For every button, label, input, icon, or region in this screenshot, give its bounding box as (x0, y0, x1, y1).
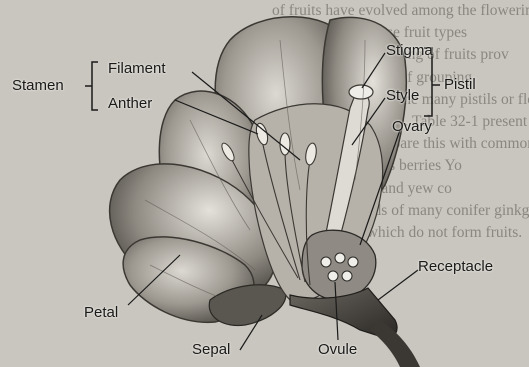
label-style: Style (386, 87, 419, 104)
anther-shape (280, 133, 290, 155)
label-receptacle: Receptacle (418, 258, 493, 275)
label-ovary: Ovary (392, 118, 432, 135)
receptacle-leader (378, 270, 418, 300)
label-pistil: Pistil (444, 76, 476, 93)
ovule-shape (342, 271, 352, 281)
stigma-shape (349, 85, 373, 99)
label-stigma: Stigma (386, 42, 433, 59)
ovule-shape (348, 257, 358, 267)
label-anther: Anther (108, 95, 152, 112)
ovule-shape (321, 257, 331, 267)
label-filament: Filament (108, 60, 166, 77)
label-petal: Petal (84, 304, 118, 321)
label-ovule: Ovule (318, 341, 357, 358)
ovule-shape (328, 271, 338, 281)
stamen-bracket (92, 62, 98, 110)
label-stamen: Stamen (12, 77, 64, 94)
ovule-shape (335, 253, 345, 263)
label-sepal: Sepal (192, 341, 230, 358)
